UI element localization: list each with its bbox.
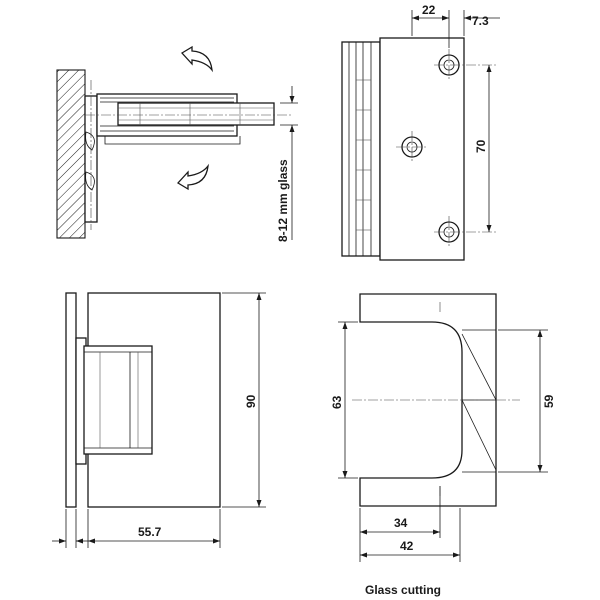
dim-outer-height-63: 63 [330, 395, 344, 409]
glass-cutting-outline [359, 293, 497, 507]
front-wall-plate [65, 292, 77, 508]
dim-height-90: 90 [244, 394, 258, 408]
glass-cutting-view: 63 59 34 42 Glass cutting [330, 293, 556, 597]
dim-inner-width-34: 34 [394, 516, 408, 530]
dim-width-22: 22 [422, 3, 436, 17]
wall-section [56, 69, 86, 239]
dim-inner-height-59: 59 [542, 394, 556, 408]
hinge-knuckle [341, 41, 381, 257]
side-view: 22 7.3 70 [341, 3, 500, 261]
rotation-arrow-down-icon [176, 163, 209, 191]
dim-hole-spacing-70: 70 [474, 139, 488, 153]
dim-offset-7-3: 7.3 [472, 14, 489, 28]
glass-slot-plate [117, 102, 275, 126]
front-view: 90 55.7 [52, 292, 266, 548]
dim-outer-width-42: 42 [400, 539, 414, 553]
glass-thickness-label: 8-12 mm glass [276, 159, 290, 242]
glass-cutting-caption: Glass cutting [365, 583, 441, 597]
rotation-arrow-up-icon [180, 45, 213, 73]
top-view: 8-12 mm glass [56, 45, 298, 242]
dim-depth-55-7: 55.7 [138, 525, 162, 539]
front-hinge-cylinder [83, 345, 153, 455]
